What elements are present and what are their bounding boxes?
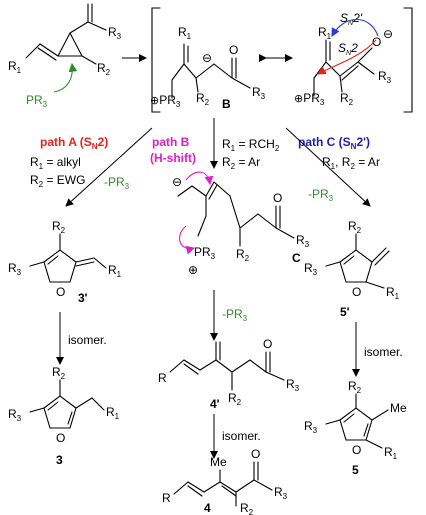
- path-b-title: path B: [152, 135, 190, 149]
- substrate-r3: R3: [108, 25, 122, 41]
- 5-r3: R3: [304, 419, 318, 435]
- substrate-reagent: PR3: [26, 93, 48, 109]
- 4-me: Me: [210, 455, 227, 469]
- bracket-right: [403, 7, 413, 113]
- bp-r3: R3: [378, 69, 392, 85]
- 3p-label: 3': [78, 291, 88, 305]
- 5p-r1: R1: [386, 285, 400, 301]
- 4p-label: 4': [210, 397, 220, 411]
- 3-label: 3: [56, 453, 63, 467]
- 5-r2: R2: [348, 379, 362, 395]
- 4p-r: R: [158, 371, 167, 385]
- path-a-isomer-label: isomer.: [68, 333, 107, 347]
- substrate-r1: R1: [8, 59, 22, 75]
- 4p-r3: R3: [286, 377, 300, 393]
- bracket-left: [151, 7, 161, 113]
- 4p-o: O: [263, 337, 272, 351]
- 3p-r2: R2: [52, 219, 66, 235]
- resonance-b-structure: [313, 39, 375, 97]
- compound-3p-structure: [29, 233, 107, 283]
- compound-5-structure: [325, 393, 389, 449]
- bp-sn2p: SN2': [340, 11, 363, 27]
- 4-r2: R2: [240, 501, 254, 515]
- b-r1: R1: [178, 25, 192, 41]
- b-r2: R2: [196, 91, 210, 107]
- 3p-o: O: [56, 285, 65, 299]
- 5p-r2: R2: [348, 219, 362, 235]
- h-shift-arrow-1: [185, 171, 214, 186]
- 3p-r3: R3: [8, 261, 22, 277]
- path-c-title: path C (SN2'): [298, 135, 370, 151]
- b-o: O: [229, 43, 238, 57]
- intermediate-b-structure: [171, 43, 251, 99]
- 4-r: R: [162, 491, 171, 505]
- 5-me: Me: [390, 401, 407, 415]
- b-carbanion: ⊖: [202, 51, 212, 65]
- sn2-arrow: [317, 39, 377, 75]
- bp-sn2: SN2: [338, 41, 358, 57]
- b-r3: R3: [252, 85, 266, 101]
- 3-r2: R2: [52, 365, 66, 381]
- 3-r3: R3: [8, 407, 22, 423]
- path-b-subtitle: (H-shift): [150, 151, 196, 165]
- path-b-cond1: R1 = RCH2: [222, 137, 280, 153]
- c-phos: PR3: [194, 245, 216, 261]
- 5-o: O: [352, 443, 361, 457]
- path-c-elim: -PR3: [308, 187, 334, 203]
- bp-r2: R2: [340, 91, 354, 107]
- substrate-structure: [25, 3, 107, 65]
- 4-label: 4: [204, 501, 211, 515]
- b-phos: ⊕PR3: [150, 93, 181, 109]
- bp-phos: ⊕PR3: [294, 91, 325, 107]
- path-a-cond1: R1 = alkyl: [30, 155, 81, 171]
- compound-c-structure: [177, 181, 295, 247]
- path-c-cond: R1, R2 = Ar: [322, 155, 380, 171]
- c-r3: R3: [296, 233, 310, 249]
- path-c-arrow: [285, 127, 371, 207]
- substrate-r2: R2: [97, 61, 111, 77]
- path-a-cond2: R2 = EWG: [30, 173, 85, 189]
- c-o: O: [273, 191, 282, 205]
- phosphine-attack-arrow: [53, 62, 78, 93]
- bp-r1: R1: [318, 25, 332, 41]
- c-carbanion: ⊖: [172, 175, 182, 189]
- 5p-label: 5': [340, 305, 350, 319]
- 3-o: O: [56, 431, 65, 445]
- compound-4-structure: [173, 461, 273, 507]
- path-b-elim: -PR3: [222, 307, 248, 323]
- 5-label: 5: [352, 463, 359, 477]
- path-a-arrow: [65, 127, 153, 207]
- path-a-elim: -PR3: [104, 175, 130, 191]
- 5p-r3: R3: [304, 261, 318, 277]
- path-b-isomer-label: isomer.: [222, 429, 261, 443]
- 5p-o: O: [352, 285, 361, 299]
- 3-r1: R1: [106, 405, 120, 421]
- h-shift-arrow-2: [179, 225, 196, 255]
- compound-4p-structure: [169, 341, 285, 391]
- compound-3-structure: [29, 379, 105, 429]
- 4-r3: R3: [274, 485, 288, 501]
- sn2p-arrow: [331, 19, 379, 37]
- 5-r1: R1: [384, 445, 398, 461]
- path-a-title: path A (SN2): [40, 135, 108, 151]
- 3p-r1: R1: [108, 263, 122, 279]
- 4p-r2: R2: [228, 391, 242, 407]
- path-b-cond2: R2 = Ar: [222, 155, 260, 171]
- b-label: B: [222, 97, 231, 111]
- compound-5p-structure: [325, 233, 390, 289]
- path-c-isomer-label: isomer.: [364, 345, 403, 359]
- c-label: C: [292, 251, 301, 265]
- bp-o-charge: ⊖: [383, 27, 393, 41]
- c-r2: R2: [236, 247, 250, 263]
- c-phos-charge: ⊕: [188, 263, 198, 277]
- bp-o: O: [372, 35, 381, 49]
- 4-o: O: [251, 447, 260, 461]
